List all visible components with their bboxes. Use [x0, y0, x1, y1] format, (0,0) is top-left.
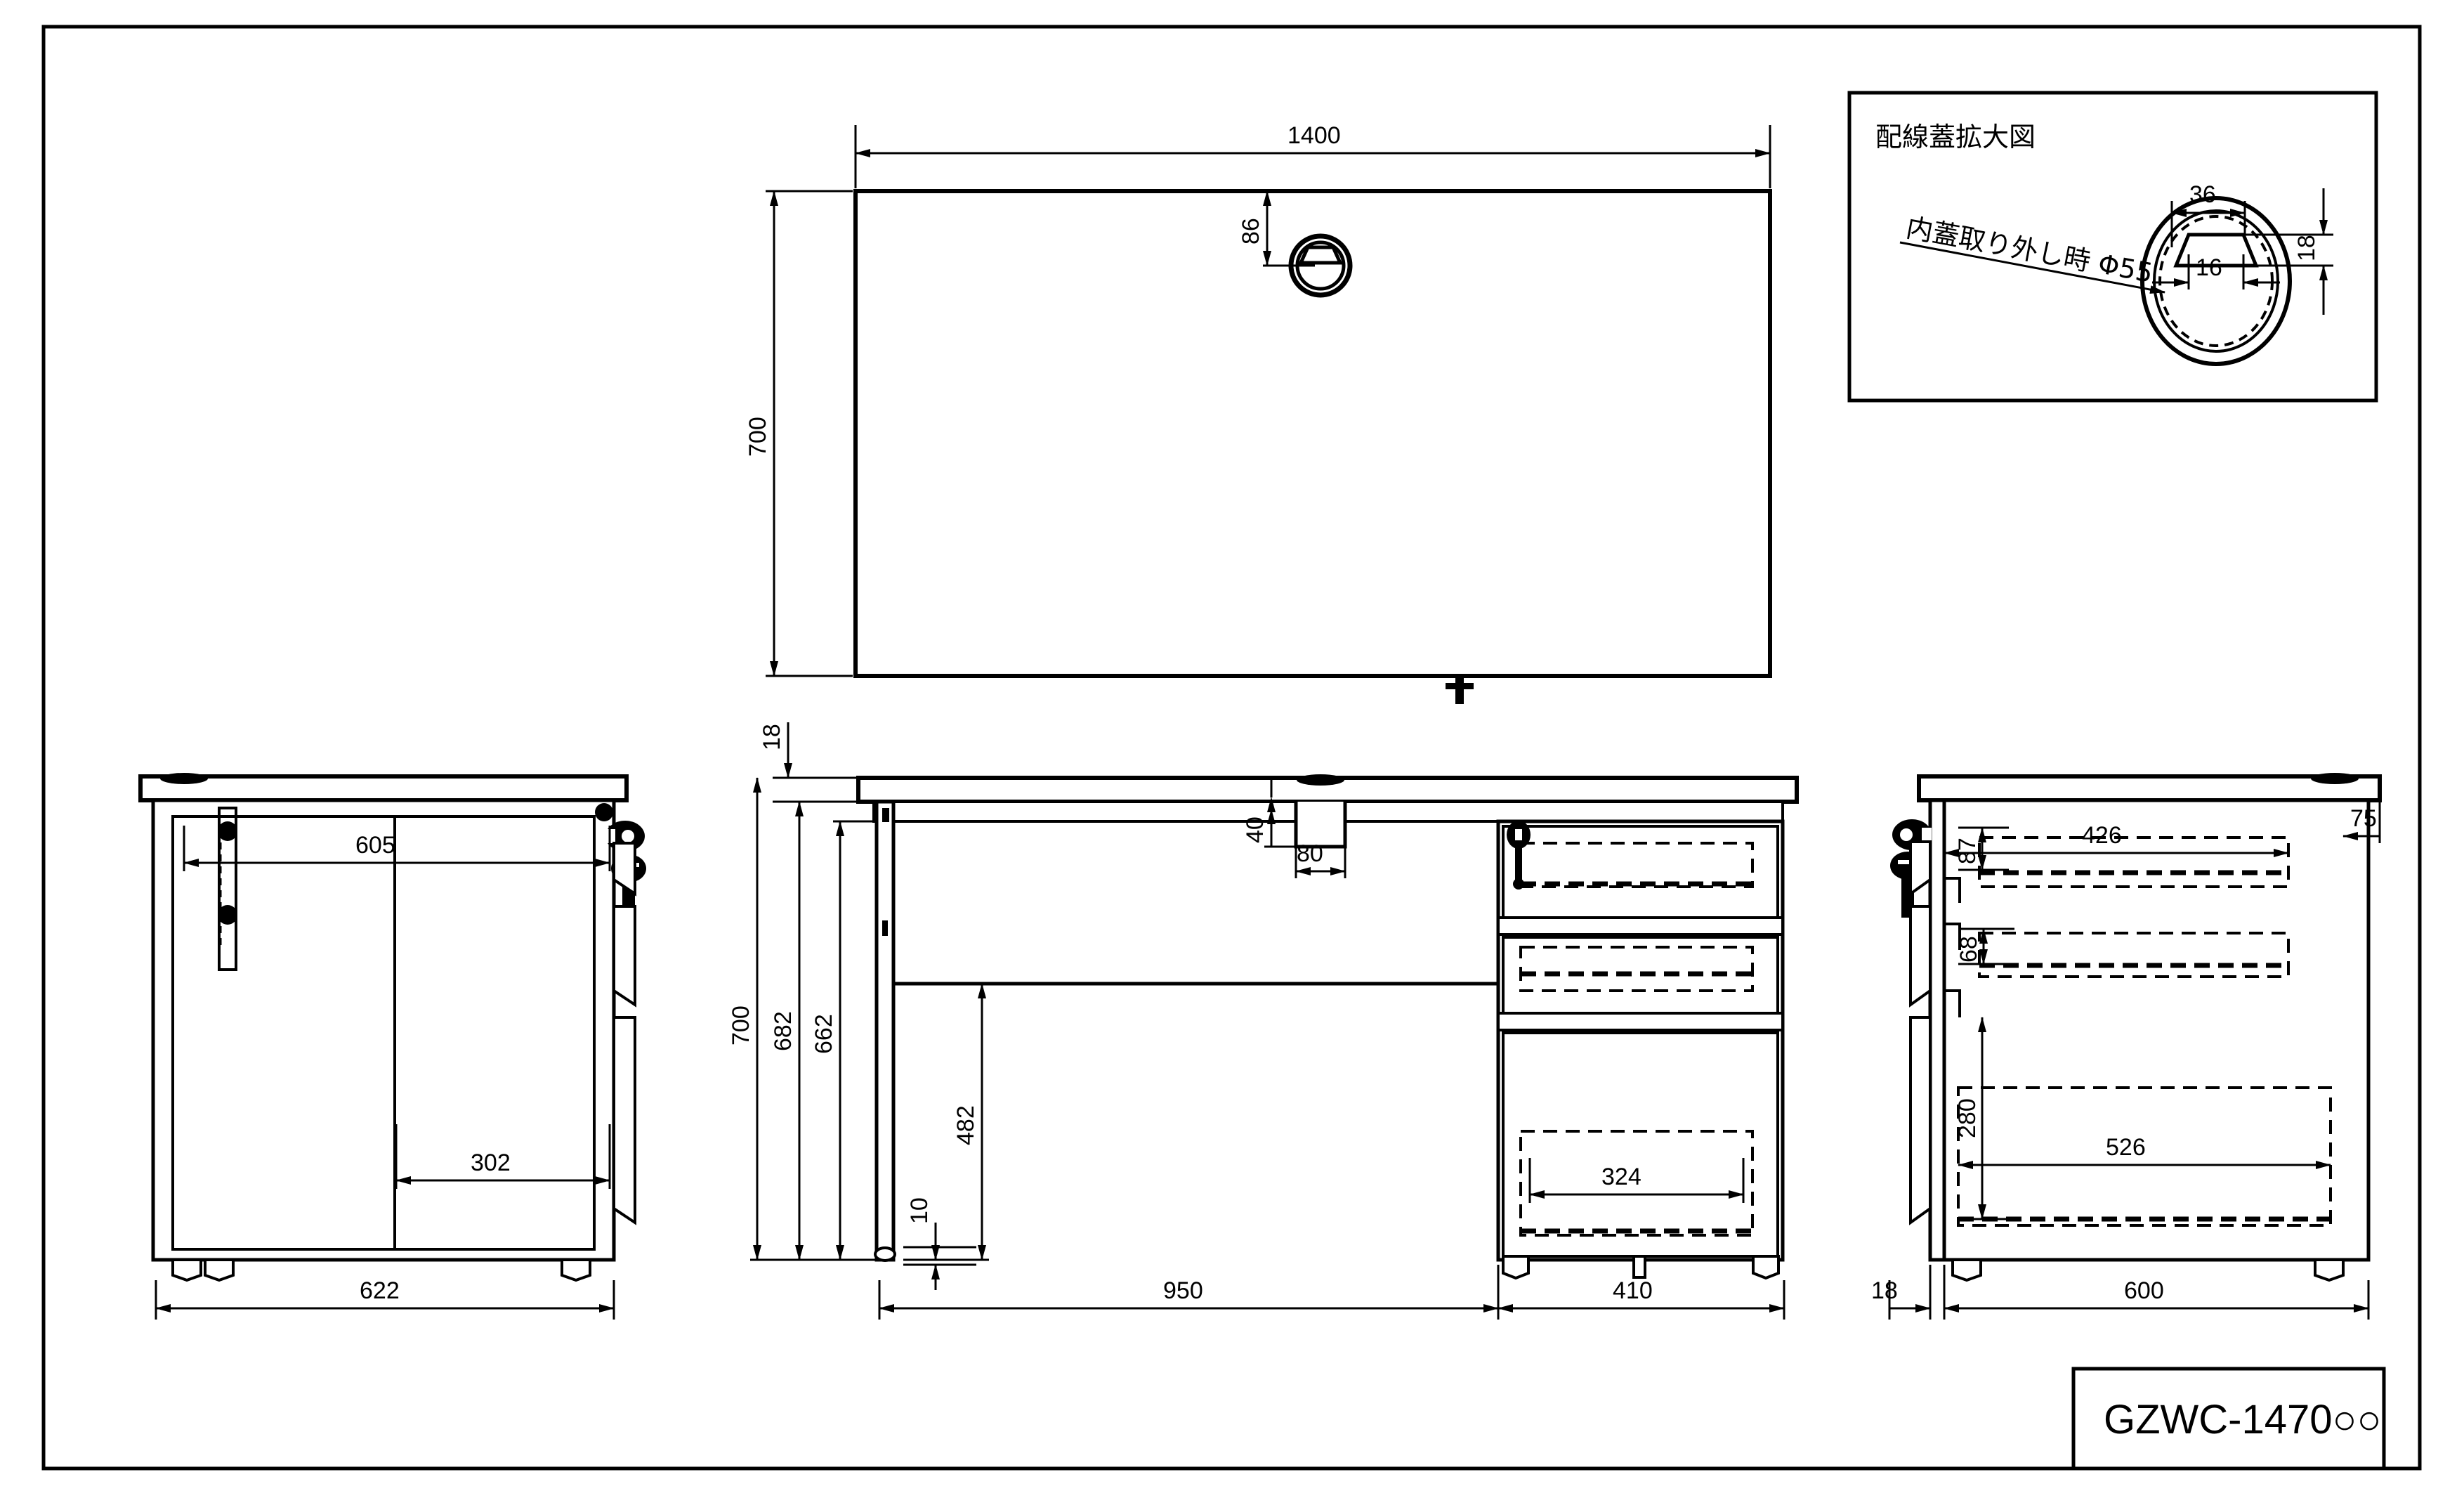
- left-view-drawer-front-3: [612, 1016, 636, 1225]
- right-view-slide-bracket-3: [1944, 989, 1961, 1017]
- top-dim-700-text: 700: [745, 417, 771, 457]
- screw-icon-upper: [218, 821, 237, 841]
- pedestal-foot-right: [1752, 1255, 1780, 1280]
- leg-bracket-top: [882, 808, 889, 822]
- right-dim-600-text: 600: [2124, 1277, 2164, 1304]
- left-dim-302-text: 302: [471, 1149, 511, 1176]
- left-dim-622-text: 622: [360, 1277, 400, 1304]
- drawer-lock-shaft: [1515, 847, 1522, 885]
- title-block-group: GZWC-1470○○: [2071, 1367, 2386, 1471]
- part-number-text: GZWC-1470○○: [2104, 1397, 2382, 1442]
- front-dim-80-text: 80: [1297, 840, 1323, 867]
- front-dim-482-text: 482: [952, 1105, 979, 1145]
- drawer-front-1: [1502, 825, 1779, 919]
- drawer-lock-keyway: [1515, 829, 1522, 840]
- right-view-drawer-front-2: [1909, 905, 1932, 1008]
- left-view-body-outline: [151, 798, 616, 1262]
- right-view-grommet-edge: [2311, 773, 2359, 784]
- clip-stem: [1455, 676, 1464, 704]
- front-dim-40-text: 40: [1242, 816, 1269, 843]
- left-view-foot-left-2: [204, 1258, 235, 1282]
- right-dim-426-text: 426: [2082, 822, 2122, 849]
- front-view-left-leg: [874, 800, 896, 1262]
- right-drawer-3-hidden-outline: [1957, 1086, 2332, 1227]
- right-view-slide-bracket-1: [1944, 877, 1961, 903]
- right-dim-526-text: 526: [2106, 1134, 2146, 1161]
- key-bow-slot-right: [1898, 860, 1919, 864]
- detail-dim-18-text: 18: [2293, 235, 2320, 261]
- drawer-front-3: [1502, 1031, 1779, 1258]
- left-dim-605-text: 605: [355, 832, 395, 859]
- grommet-flap-top-view: [1298, 245, 1343, 265]
- detail-view-frame: [1847, 91, 2378, 403]
- title-block-frame: [2071, 1367, 2386, 1471]
- grommet-outer-ring: [2140, 196, 2292, 366]
- pedestal-foot-left: [1502, 1255, 1530, 1280]
- front-dim-18-text: 18: [759, 724, 785, 750]
- right-view-body-outline: [1928, 798, 2371, 1262]
- right-view-slide-bracket-2: [1944, 923, 1961, 950]
- detail-dim-16-text: 16: [2196, 254, 2222, 281]
- right-view-drawer-front-3: [1909, 1016, 1932, 1225]
- front-view-leg-glide: [874, 1246, 896, 1262]
- screw-icon-corner: [595, 803, 613, 821]
- front-dim-700-text: 700: [728, 1005, 754, 1046]
- front-dim-410-text: 410: [1613, 1277, 1653, 1304]
- pedestal-foot-centre: [1632, 1255, 1646, 1279]
- right-view-desktop-board: [1917, 774, 2382, 802]
- front-edge-clip-symbol: [1446, 676, 1474, 704]
- left-view-rail: [218, 807, 237, 971]
- clip-crossbar: [1446, 683, 1474, 689]
- detail-dim-36-text: 36: [2189, 181, 2216, 208]
- right-dim-87-text: 87: [1954, 838, 1981, 864]
- right-dim-18-text: 18: [1871, 1277, 1898, 1304]
- detail-view-group: 配線蓋拡大図 内蓋取り外し時 Φ55 36 18 16: [1847, 91, 2378, 403]
- front-elevation-group: 18 700 682 662 482 10 80 40: [728, 722, 1799, 1320]
- front-dim-682-text: 682: [770, 1011, 797, 1051]
- right-view-drawer-front-1: [1909, 840, 1932, 897]
- drawer-lock-symbol: [1507, 821, 1531, 890]
- drawer-pull-rail-2: [1497, 1012, 1784, 1031]
- detail-view-label: 配線蓋拡大図: [1875, 122, 2036, 152]
- left-view-desktop-board: [138, 774, 629, 802]
- drawer-3-hidden-outline: [1519, 1130, 1754, 1237]
- left-view-grommet-edge: [160, 773, 208, 784]
- front-dim-324-text: 324: [1601, 1164, 1641, 1190]
- front-dim-10-text: 10: [906, 1197, 933, 1224]
- left-view-drawer-front-2: [612, 905, 636, 1008]
- drawer-lock-cam: [1513, 878, 1524, 890]
- front-view-grommet-edge: [1297, 774, 1344, 786]
- front-dim-950-text: 950: [1163, 1277, 1203, 1304]
- right-view-foot-right: [2314, 1258, 2345, 1282]
- top-plan-view-group: 86 1400 700: [745, 122, 1772, 704]
- detail-note-leader: [1899, 241, 2165, 294]
- desktop-panel-outline: [853, 189, 1772, 678]
- drawer-pull-rail-1: [1497, 916, 1784, 936]
- left-view-drawer-front-1: [612, 842, 636, 897]
- leg-bracket-mid: [882, 920, 888, 936]
- lock-bore-right: [1900, 828, 1913, 841]
- right-dim-68-text: 68: [1955, 936, 1982, 963]
- top-dim-86-text: 86: [1238, 218, 1264, 245]
- lock-bore: [622, 830, 634, 842]
- left-view-inner-panel: [171, 815, 596, 1251]
- right-side-elevation-group: 87 426 68 280 526 75 18 600: [1871, 773, 2382, 1320]
- left-side-elevation-group: 605 302 622: [138, 773, 646, 1320]
- left-view-foot-right: [561, 1258, 591, 1282]
- drawer-2-hidden-outline: [1519, 946, 1754, 992]
- top-dim-1400-text: 1400: [1287, 122, 1341, 149]
- right-dim-280-text: 280: [1954, 1098, 1981, 1138]
- screw-icon-lower: [218, 905, 237, 925]
- right-view-foot-left: [1951, 1258, 1982, 1282]
- left-view-foot-left: [171, 1258, 202, 1282]
- front-dim-662-text: 662: [811, 1014, 837, 1054]
- lock-keyway-right: [1922, 828, 1932, 842]
- right-dim-75-text: 75: [2350, 805, 2377, 832]
